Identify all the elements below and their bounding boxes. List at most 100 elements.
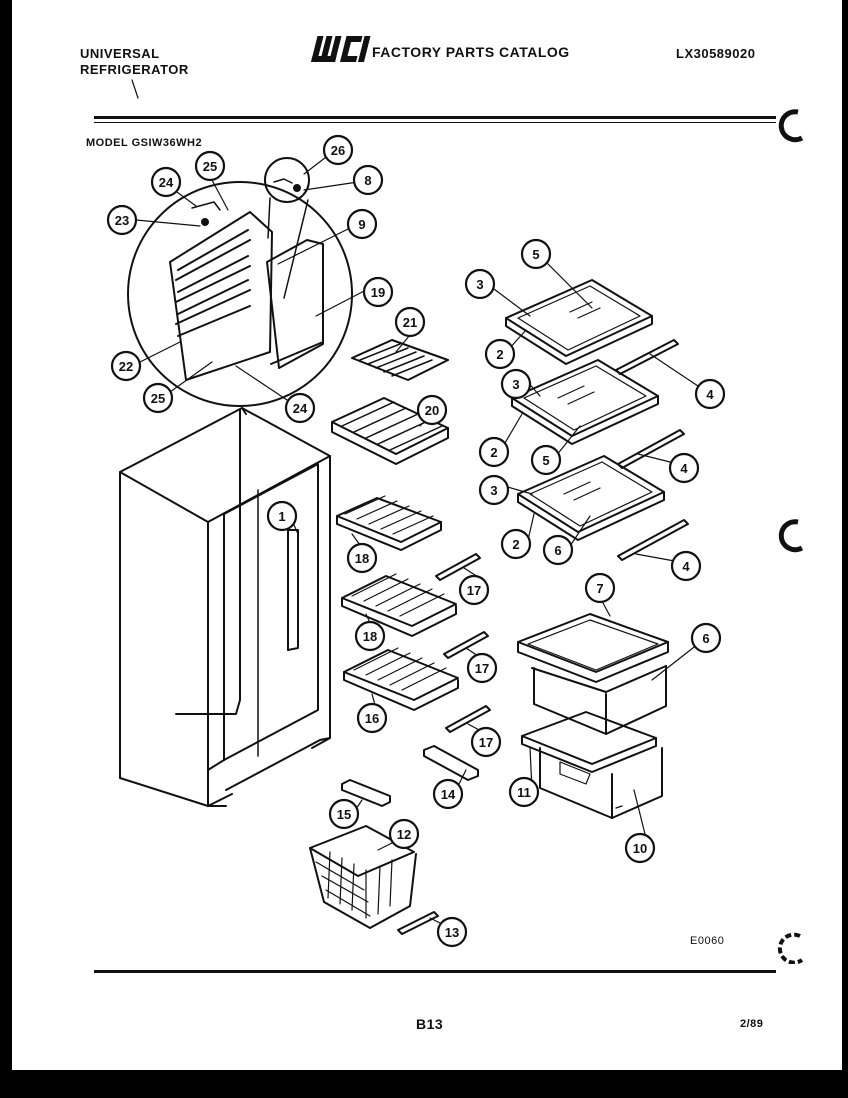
part-callout-13: 13 — [436, 916, 468, 948]
callout-label: 3 — [490, 483, 497, 498]
callout-circle — [694, 378, 726, 410]
callout-label: 4 — [682, 559, 690, 574]
callout-label: 20 — [425, 403, 439, 418]
callout-label: 3 — [476, 277, 483, 292]
part-callout-7: 7 — [584, 572, 616, 604]
part-callout-17: 17 — [458, 574, 490, 606]
callout-circle — [464, 268, 496, 300]
callout-circle — [356, 702, 388, 734]
callout-label: 5 — [542, 453, 549, 468]
page-date: 2/89 — [740, 1018, 764, 1030]
part-callout-24: 24 — [150, 166, 182, 198]
part-callout-1: 1 — [266, 500, 298, 532]
callout-circle — [436, 916, 468, 948]
part-callout-22: 22 — [110, 350, 142, 382]
callout-circle — [194, 150, 226, 182]
callout-circle — [668, 452, 700, 484]
part-callout-8: 8 — [352, 164, 384, 196]
callout-circle — [110, 350, 142, 382]
callout-label: 25 — [151, 391, 165, 406]
refrigerator-cabinet — [119, 407, 331, 807]
callout-label: 2 — [490, 445, 497, 460]
callout-circle — [362, 276, 394, 308]
callout-circle — [266, 500, 298, 532]
part-callout-19: 19 — [362, 276, 394, 308]
callout-label: 15 — [337, 807, 351, 822]
callout-label: 24 — [159, 175, 174, 190]
callout-label: 7 — [596, 581, 603, 596]
callout-label: 4 — [706, 387, 714, 402]
part-callout-14: 14 — [432, 778, 464, 810]
model-label: MODEL GSIW36WH2 — [86, 137, 203, 149]
callout-circle — [328, 798, 360, 830]
part-callout-9: 9 — [346, 208, 378, 240]
callout-circle — [106, 204, 138, 236]
callout-circle — [690, 622, 722, 654]
callout-circle — [484, 338, 516, 370]
wci-logo-icon — [311, 36, 371, 62]
callout-label: 17 — [467, 583, 481, 598]
callout-label: 23 — [115, 213, 129, 228]
callout-circle — [354, 620, 386, 652]
callout-circle — [388, 818, 420, 850]
callout-label: 2 — [496, 347, 503, 362]
callout-label: 6 — [702, 631, 709, 646]
callout-label: 8 — [364, 173, 371, 188]
callout-label: 1 — [278, 509, 285, 524]
binder-hole-marks — [777, 109, 804, 964]
part-callout-23: 23 — [106, 204, 138, 236]
callout-circle — [478, 474, 510, 506]
catalog-title: FACTORY PARTS CATALOG — [372, 44, 570, 60]
shelf-side-rails — [615, 339, 689, 561]
callout-circle — [142, 382, 174, 414]
header-rule-thin — [94, 122, 776, 123]
part-callout-17: 17 — [470, 726, 502, 758]
part-callout-25: 25 — [194, 150, 226, 182]
catalog-number: LX30589020 — [676, 46, 756, 61]
part-callout-4: 4 — [694, 378, 726, 410]
callout-label: 25 — [203, 159, 217, 174]
callout-circle — [432, 778, 464, 810]
callout-circle — [458, 574, 490, 606]
callout-label: 6 — [554, 543, 561, 558]
part-callout-21: 21 — [394, 306, 426, 338]
part-callout-18: 18 — [354, 620, 386, 652]
part-callout-11: 11 — [508, 776, 540, 808]
callout-circle — [352, 164, 384, 196]
part-callout-18: 18 — [346, 542, 378, 574]
part-callout-25: 25 — [142, 382, 174, 414]
crisper-drawers — [517, 613, 669, 819]
callout-label: 10 — [633, 841, 647, 856]
catalog-page: UNIVERSAL REFRIGERATOR FACTORY PARTS CAT… — [12, 0, 842, 1070]
part-callout-6: 6 — [690, 622, 722, 654]
callout-label: 14 — [441, 787, 456, 802]
part-callout-2: 2 — [484, 338, 516, 370]
callout-circle — [584, 572, 616, 604]
part-callout-2: 2 — [500, 528, 532, 560]
callout-label: 18 — [355, 551, 369, 566]
callout-circle — [500, 368, 532, 400]
part-callout-17: 17 — [466, 652, 498, 684]
callout-circle — [670, 550, 702, 582]
page-number: B13 — [416, 1016, 444, 1032]
callout-circle — [542, 534, 574, 566]
callout-label: 19 — [371, 285, 385, 300]
callout-label: 4 — [680, 461, 688, 476]
callout-label: 16 — [365, 711, 379, 726]
callout-circle — [470, 726, 502, 758]
brand-name: UNIVERSAL REFRIGERATOR — [80, 46, 189, 78]
footer-rule — [94, 970, 776, 973]
callout-label: 5 — [532, 247, 539, 262]
callout-circle — [508, 776, 540, 808]
door-rack-inset — [127, 157, 353, 407]
callout-label: 12 — [397, 827, 411, 842]
callout-label: 17 — [475, 661, 489, 676]
callout-label: 11 — [517, 785, 531, 800]
callout-label: 21 — [403, 315, 417, 330]
glass-shelves — [505, 279, 665, 541]
callout-label: 9 — [358, 217, 365, 232]
callout-label: 22 — [119, 359, 133, 374]
part-callout-15: 15 — [328, 798, 360, 830]
part-callout-3: 3 — [478, 474, 510, 506]
